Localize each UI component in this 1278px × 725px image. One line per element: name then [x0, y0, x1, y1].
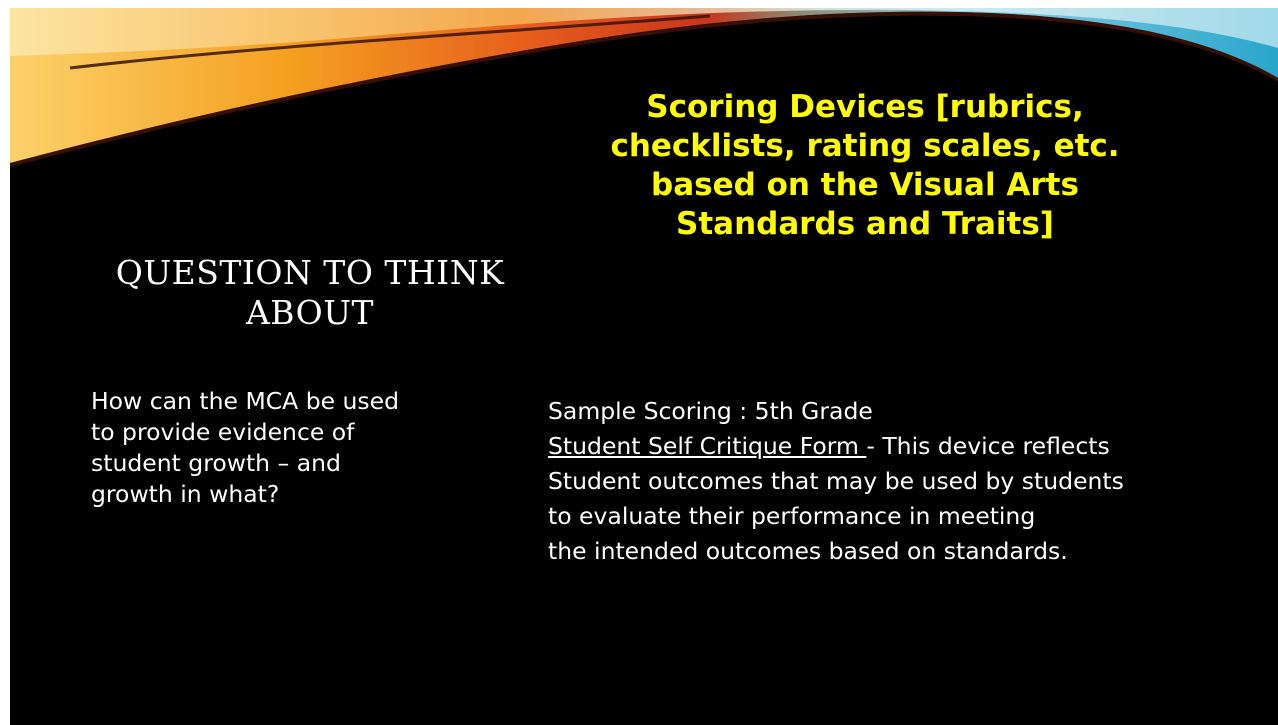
sample-scoring-title: Sample Scoring : 5th Grade	[548, 397, 873, 425]
sample-scoring-body: Sample Scoring : 5th Grade Student Self …	[548, 394, 1278, 569]
swoosh-band	[10, 8, 1278, 163]
slide-canvas: QUESTION TO THINK ABOUT How can the MCA …	[10, 8, 1278, 725]
student-self-critique-form-link[interactable]: Student Self Critique Form	[548, 432, 867, 460]
self-critique-line: Student Self Critique Form - This device…	[548, 432, 1110, 460]
swoosh-highlight	[10, 8, 1278, 56]
scoring-devices-heading: Scoring Devices [rubrics, checklists, ra…	[610, 89, 1120, 242]
swoosh-edge-line	[69, 14, 711, 70]
question-heading: QUESTION TO THINK ABOUT	[115, 253, 505, 332]
question-body: How can the MCA be used to provide evide…	[91, 387, 400, 508]
decorative-swoosh-banner	[10, 8, 1278, 168]
